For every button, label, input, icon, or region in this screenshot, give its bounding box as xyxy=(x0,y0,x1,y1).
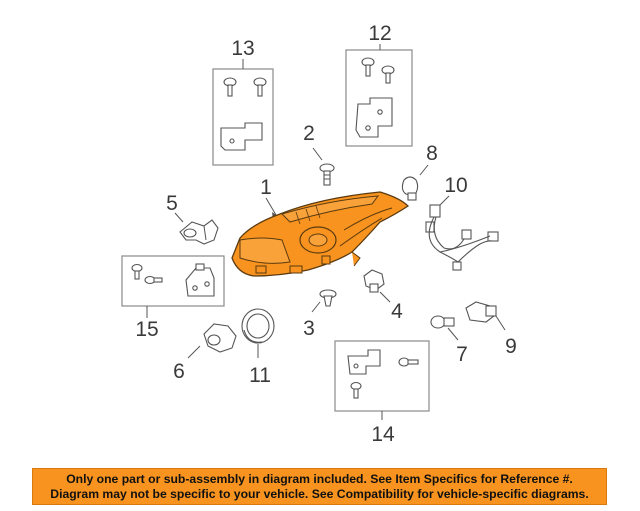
seal-ring-icon xyxy=(241,308,275,344)
bracket-icon xyxy=(220,122,263,151)
callout-4: 4 xyxy=(391,300,403,323)
callout-9: 9 xyxy=(505,335,517,358)
bolt-icon xyxy=(398,357,419,367)
bulb-socket-icon xyxy=(363,269,385,293)
projector-inner xyxy=(308,233,328,247)
callout-1: 1 xyxy=(260,176,272,199)
bulb-icon xyxy=(465,301,497,323)
bulb-icon xyxy=(203,323,237,353)
bolt-icon xyxy=(144,275,163,285)
part-14-kit xyxy=(334,340,430,412)
bracket-icon xyxy=(355,97,393,138)
headlamp-lens-panel xyxy=(239,237,291,264)
screw-icon xyxy=(319,163,335,186)
bolt-icon xyxy=(361,57,375,77)
callout-8: 8 xyxy=(426,142,438,165)
clip-icon xyxy=(319,289,337,307)
callout-14: 14 xyxy=(371,423,395,446)
bracket-icon xyxy=(347,349,381,375)
wiring-harness-icon xyxy=(425,204,499,271)
bolt-icon xyxy=(223,77,237,97)
disclaimer-banner: Only one part or sub-assembly in diagram… xyxy=(32,468,607,505)
callout-12: 12 xyxy=(368,22,391,45)
callout-11: 11 xyxy=(249,364,271,387)
disclaimer-line-2: Diagram may not be specific to your vehi… xyxy=(50,487,589,501)
callout-7: 7 xyxy=(456,343,468,366)
bolt-icon xyxy=(381,65,395,84)
bulb-icon xyxy=(430,315,455,329)
bolt-icon xyxy=(350,381,362,399)
callout-6: 6 xyxy=(173,360,185,383)
bulb-icon xyxy=(401,176,419,201)
part-13-kit xyxy=(212,68,274,166)
bolt-icon xyxy=(253,77,267,97)
part-14-box xyxy=(334,340,430,412)
part-15-kit xyxy=(121,255,225,307)
callout-2: 2 xyxy=(303,122,315,145)
callout-3: 3 xyxy=(303,317,315,340)
bolt-icon xyxy=(131,263,143,280)
headlamp-assembly xyxy=(231,191,410,277)
part-12-kit xyxy=(345,49,413,147)
bracket-icon xyxy=(185,263,215,297)
callout-13: 13 xyxy=(231,37,254,60)
disclaimer-line-1: Only one part or sub-assembly in diagram… xyxy=(66,472,573,486)
bulb-icon xyxy=(179,219,219,245)
callout-5: 5 xyxy=(166,192,178,215)
callout-15: 15 xyxy=(135,318,158,341)
callout-10: 10 xyxy=(444,174,467,197)
